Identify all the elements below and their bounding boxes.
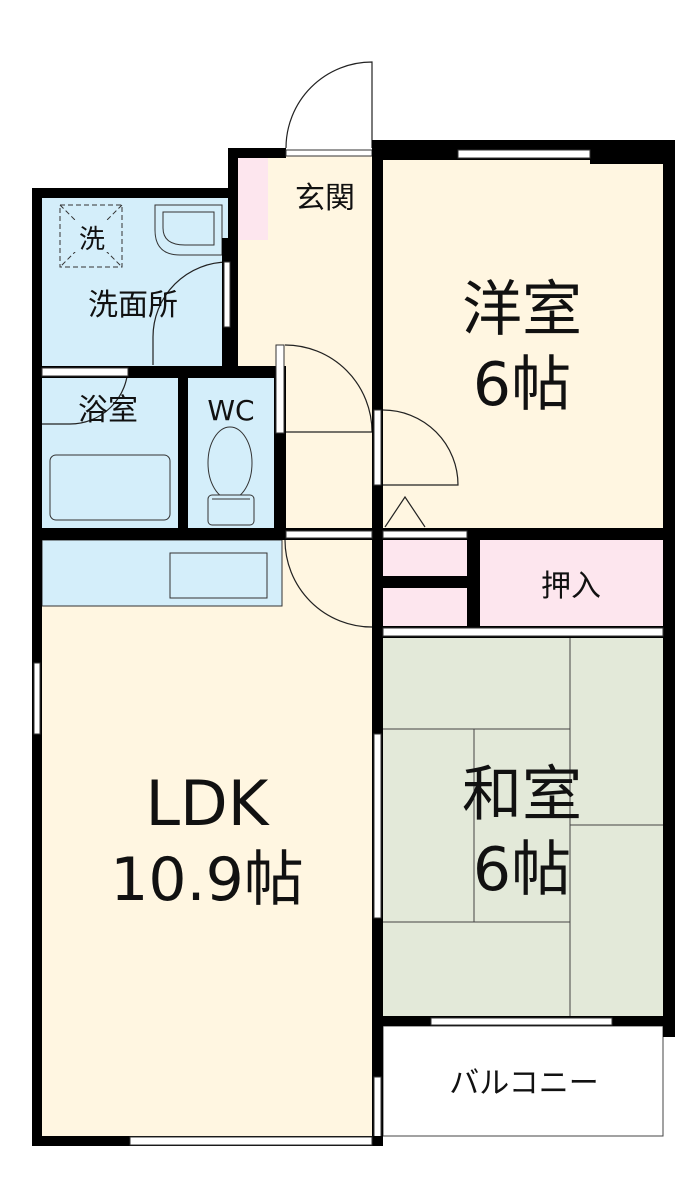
closet-floor [480, 540, 663, 626]
ldk-size: 10.9帖 [110, 845, 304, 915]
washroom-door[interactable] [152, 261, 229, 365]
japanese-room-floor [383, 638, 663, 1016]
washroom-label: 洗面所 [88, 288, 178, 323]
balcony-label: バルコニー [449, 1066, 598, 1101]
bathtub [49, 454, 171, 521]
japanese-room-label: 和室 [462, 760, 582, 830]
closet-arrow [384, 495, 426, 528]
wc-label: WC [207, 394, 254, 427]
storage-small-2 [383, 588, 467, 626]
japanese-room-size: 6帖 [473, 835, 571, 905]
ldk-label: LDK [146, 767, 270, 840]
western-room-door[interactable] [382, 409, 459, 486]
doors [42, 61, 459, 628]
walls [32, 140, 675, 1146]
room-labels: 玄関 洋室 6帖 洗 洗面所 浴室 WC 押入 LDK 10.9帖 和室 6帖 … [78, 181, 601, 1101]
corridor-door[interactable] [284, 344, 373, 433]
toilet-bowl [207, 426, 253, 500]
storage-small-1 [383, 540, 467, 576]
entrance-door[interactable] [285, 61, 373, 149]
closet-label: 押入 [541, 569, 601, 604]
bath-label: 浴室 [78, 393, 138, 428]
western-room-size: 6帖 [473, 350, 571, 420]
western-room-label: 洋室 [462, 275, 582, 345]
sink [169, 552, 268, 599]
ldk-floor [42, 540, 372, 1136]
western-room-floor [383, 160, 663, 528]
entrance-label: 玄関 [295, 181, 355, 216]
bath-door[interactable] [42, 365, 129, 425]
tatami-lines [383, 638, 663, 1016]
washer-label: 洗 [79, 225, 105, 255]
toilet-tank [207, 494, 255, 526]
shoe-cabinet [236, 156, 268, 240]
washer-label-bg [74, 220, 110, 252]
ldk-door[interactable] [284, 539, 373, 628]
fixtures [49, 204, 255, 526]
washer-space [59, 204, 123, 268]
